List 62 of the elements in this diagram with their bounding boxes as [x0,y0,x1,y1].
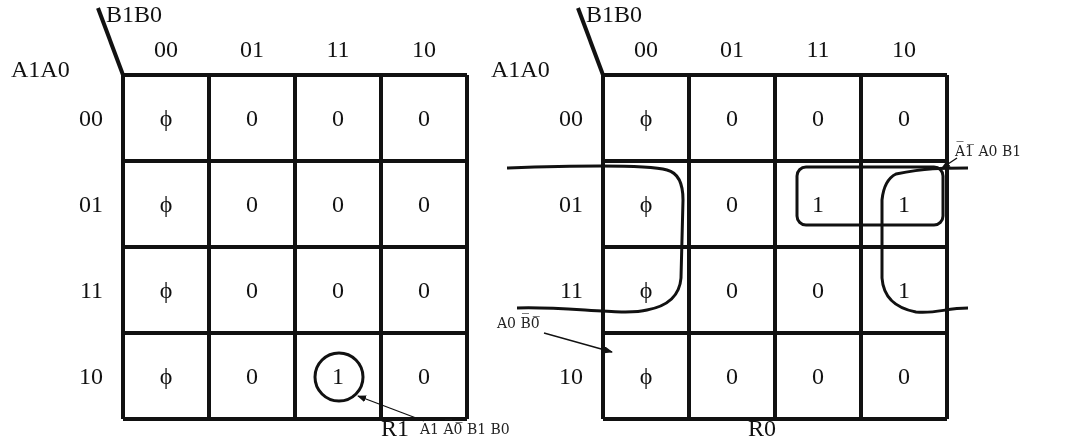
grouping-circle [313,351,365,403]
axis-variable-label: B1B0 [106,2,162,26]
axis-variable-label: B1B0 [586,2,642,26]
cell-value: 0 [898,106,910,130]
row-header: 11 [79,278,103,302]
axis-variable-label: A1A0 [491,57,550,81]
leader-arrow [941,157,958,169]
leader-arrow [357,395,425,422]
cell-value: 0 [246,106,258,130]
cell-value: ϕ [159,364,173,388]
cell-value: 0 [332,192,344,216]
cell-value: 0 [726,192,738,216]
cell-value: 0 [812,278,824,302]
column-header: 11 [806,37,830,61]
column-header: 11 [326,37,350,61]
column-header: 01 [240,37,264,61]
cell-value: 0 [246,192,258,216]
cell-value: 0 [726,278,738,302]
cell-value: 0 [812,106,824,130]
cell-value: ϕ [159,278,173,302]
cell-value: ϕ [159,192,173,216]
map-caption: R1 [381,416,409,440]
grouping-box [795,165,945,227]
cell-value: 0 [418,278,430,302]
term-label: A1 A̅0̅ B1 B0 [420,418,510,440]
cell-value: 0 [418,192,430,216]
cell-value: 0 [246,278,258,302]
term-label: A0 B̅0̅ [497,312,540,334]
column-header: 01 [720,37,744,61]
cell-value: 1 [332,364,344,388]
row-header: 00 [79,106,103,130]
cell-value: 0 [332,278,344,302]
row-header: 11 [559,278,583,302]
cell-value: 1 [898,192,910,216]
row-header: 10 [559,364,583,388]
cell-value: 0 [332,106,344,130]
cell-value: 0 [726,364,738,388]
cell-value: ϕ [639,364,653,388]
cell-value: 0 [726,106,738,130]
column-header: 10 [892,37,916,61]
cell-value: 0 [812,364,824,388]
row-header: 10 [79,364,103,388]
row-header: 01 [559,192,583,216]
cell-value: ϕ [639,278,653,302]
cell-value: 0 [898,364,910,388]
axis-variable-label: A1A0 [11,57,70,81]
cell-value: ϕ [159,106,173,130]
map-caption: R0 [748,416,776,440]
cell-value: 1 [812,192,824,216]
cell-value: ϕ [639,192,653,216]
column-header: 10 [412,37,436,61]
cell-value: 0 [418,106,430,130]
column-header: 00 [634,37,658,61]
column-header: 00 [154,37,178,61]
cell-value: ϕ [639,106,653,130]
cell-value: 1 [898,278,910,302]
leader-arrow [543,332,613,354]
term-label: A̅1̅ A0 B1 [955,140,1022,162]
cell-value: 0 [418,364,430,388]
cell-value: 0 [246,364,258,388]
row-header: 00 [559,106,583,130]
row-header: 01 [79,192,103,216]
